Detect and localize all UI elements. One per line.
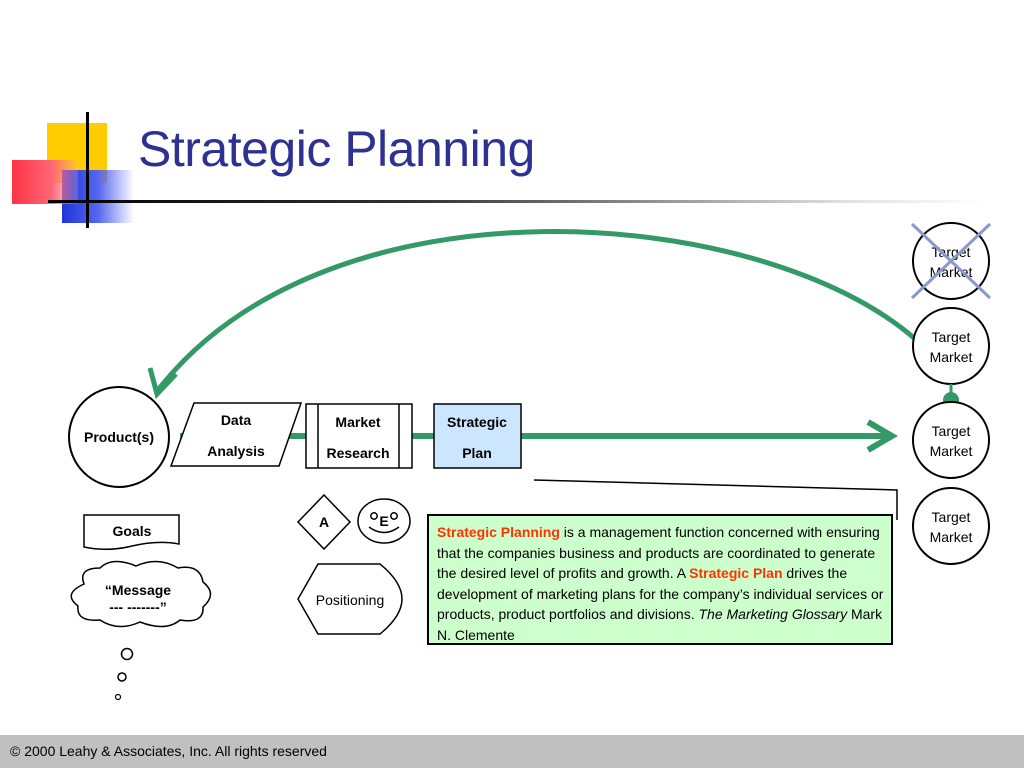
target-market-3-line2: Market: [930, 443, 973, 459]
positioning-label: Positioning: [316, 592, 385, 608]
target-market-4-line1: Target: [932, 509, 971, 525]
products-label: Product(s): [84, 429, 154, 445]
target-market-1-line2: Market: [930, 264, 973, 280]
footer-bar: © 2000 Leahy & Associates, Inc. All righ…: [0, 735, 1024, 768]
logo-vertical-line: [86, 112, 89, 228]
goals-node: Goals: [83, 514, 180, 550]
goals-label: Goals: [113, 523, 152, 539]
slide-title: Strategic Planning: [138, 121, 535, 177]
market-research-node: Market Research: [305, 403, 413, 469]
target-market-3-line1: Target: [932, 423, 971, 439]
strategic-plan-node: Strategic Plan: [433, 403, 522, 469]
decision-diamond: A: [296, 493, 352, 551]
definition-box: Strategic Planning is a management funct…: [427, 514, 893, 645]
target-market-2-line2: Market: [930, 349, 973, 365]
market-research-label-line1: Market: [335, 414, 380, 430]
strategic-plan-label-line2: Plan: [462, 445, 492, 461]
products-node: Product(s): [68, 386, 170, 488]
data-analysis-node: Data Analysis: [169, 402, 303, 467]
logo-red-square: [12, 160, 78, 204]
feedback-arrowhead: [147, 367, 178, 399]
face-label: E: [379, 513, 388, 529]
data-analysis-label-line2: Analysis: [207, 443, 265, 459]
market-research-label-line2: Research: [326, 445, 389, 461]
data-analysis-label-line1: Data: [221, 412, 252, 428]
feedback-curve-arrow: [156, 229, 916, 392]
message-cloud: “Message --- -------”: [70, 560, 212, 701]
definition-text-1: is a management function concerned with …: [437, 524, 880, 581]
plan-connector-line: [533, 479, 898, 520]
target-market-1: Target Market: [910, 222, 992, 300]
target-market-1-line1: Target: [932, 244, 971, 260]
copyright-text: © 2000 Leahy & Associates, Inc. All righ…: [10, 743, 327, 759]
positioning-node: Positioning: [297, 563, 403, 635]
decision-label: A: [319, 514, 329, 530]
target-market-4-line2: Market: [930, 529, 973, 545]
smiley-face-icon: E: [357, 498, 411, 544]
target-market-4: Target Market: [912, 487, 990, 565]
definition-term-planning: Strategic Planning: [437, 524, 560, 540]
target-market-3: Target Market: [912, 401, 990, 479]
message-line2: --- -------”: [109, 599, 167, 615]
target-market-2-line1: Target: [932, 329, 971, 345]
strategic-plan-label-line1: Strategic: [447, 414, 507, 430]
message-line1: “Message: [105, 582, 171, 598]
main-flow-arrowhead: [866, 419, 898, 453]
definition-text-2: drives the development of marketing plan…: [437, 565, 884, 622]
definition-term-plan: Strategic Plan: [689, 565, 783, 581]
definition-source-title: The Marketing Glossary: [698, 606, 848, 622]
target-market-2: Target Market: [912, 307, 990, 385]
definition-source-author: Mark N. Clemente: [437, 606, 883, 643]
logo-horizontal-line: [48, 200, 988, 203]
